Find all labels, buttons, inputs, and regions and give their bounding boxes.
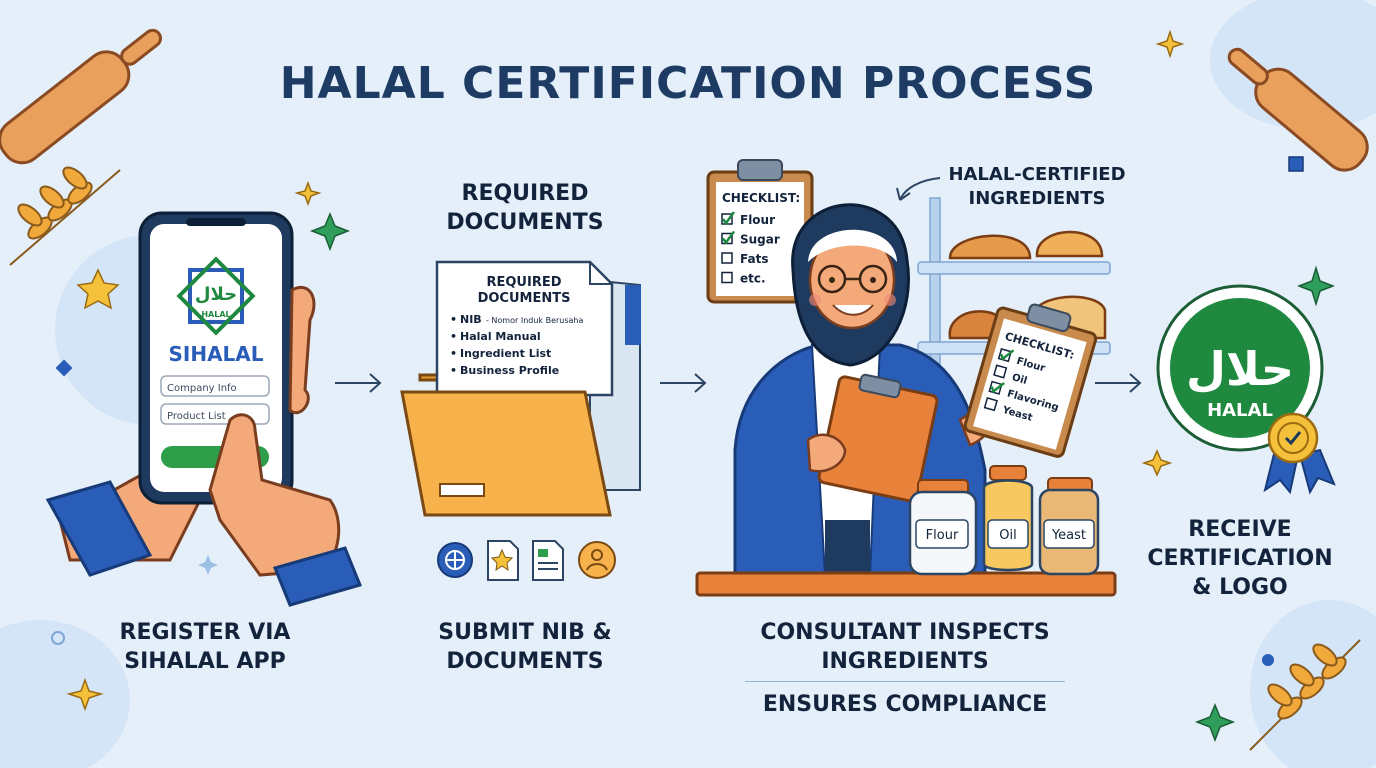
checkmark-icon <box>999 349 1015 361</box>
documents-heading-line1: REQUIRED <box>462 181 589 206</box>
jar-yeast: Yeast <box>1038 477 1100 576</box>
shelf-label-line2: INGREDIENTS <box>969 188 1106 209</box>
globe-icon <box>437 542 473 578</box>
doc-item-nib-desc: - Nomor Induk Berusaha <box>486 316 583 325</box>
step3-caption-line1: CONSULTANT INSPECTS <box>760 620 1050 645</box>
board-checkbox <box>721 232 733 245</box>
doc-item-bullet: • <box>450 364 457 377</box>
doc-item-bullet: • <box>450 347 457 360</box>
doc-item-business-profile: Business Profile <box>460 364 559 377</box>
step1-caption-line1: REGISTER VIA <box>119 620 291 645</box>
step1-caption: REGISTER VIA SIHALAL APP <box>100 618 310 676</box>
board-checkbox <box>721 213 733 225</box>
halal-badge: حلال HALAL <box>1156 284 1336 495</box>
page-title: HALAL CERTIFICATION PROCESS <box>279 58 1097 109</box>
doc-item-nib: NIB <box>460 313 482 326</box>
rolling-pin-icon <box>1227 47 1369 172</box>
product-list-text: Product List <box>167 411 226 422</box>
documents-illustration: REQUIRED DOCUMENTS • NIB - Nomor Induk B… <box>400 260 641 517</box>
jar-oil: Oil <box>982 465 1034 572</box>
company-info-field[interactable] <box>160 375 270 397</box>
jar-oil-label: Oil <box>999 528 1016 543</box>
arrow-icon <box>335 373 382 393</box>
badge-label: HALAL <box>1207 400 1273 421</box>
documents-heading-line2: DOCUMENTS <box>446 210 603 235</box>
board-item: Flour <box>740 213 775 227</box>
spreadsheet-icon <box>532 540 564 581</box>
step4-caption-line3: & LOGO <box>1192 575 1288 600</box>
step2-caption-line2: DOCUMENTS <box>446 649 604 674</box>
handheld-item: Oil <box>1010 372 1028 387</box>
handheld-checkbox <box>993 364 1008 379</box>
step1-caption-line2: SIHALAL APP <box>124 649 286 674</box>
star-icon <box>66 29 1185 712</box>
sparkle-icon <box>309 212 1336 743</box>
checkmark-icon <box>722 211 736 226</box>
board-item: Sugar <box>740 233 780 247</box>
arrow-icon <box>660 373 707 393</box>
logo-label: HALAL <box>201 310 230 319</box>
board-checkbox <box>721 252 733 264</box>
jar-yeast-label: Yeast <box>1051 528 1086 543</box>
board-item: Fats <box>740 252 768 266</box>
step2-caption-line1: SUBMIT NIB & <box>438 620 612 645</box>
caption-divider <box>745 681 1065 682</box>
wheat-icon <box>9 166 121 266</box>
logo-arabic: حلال <box>195 284 237 305</box>
board-title: CHECKLIST: <box>722 191 800 205</box>
step3-subcaption: ENSURES COMPLIANCE <box>762 692 1048 717</box>
handheld-checkbox <box>983 397 998 412</box>
board-item: etc. <box>740 272 766 286</box>
step3-caption-line2: INGREDIENTS <box>821 649 989 674</box>
checkmark-icon <box>990 382 1005 394</box>
halal-star-logo: حلال HALAL <box>176 256 256 336</box>
company-info-text: Company Info <box>167 383 237 394</box>
shelf-label-line1: HALAL-CERTIFIED <box>948 164 1125 185</box>
step4-caption: RECEIVE CERTIFICATION & LOGO <box>1120 515 1360 602</box>
doc-title-line1: REQUIRED <box>486 275 561 290</box>
doc-item-bullet: • <box>450 313 457 326</box>
phone-illustration: حلال HALAL SIHALAL Company Info Product … <box>45 211 363 607</box>
wall-clipboard: CHECKLIST: <box>706 159 814 304</box>
user-icon <box>578 541 616 579</box>
step3-caption: CONSULTANT INSPECTS INGREDIENTS <box>730 618 1080 676</box>
counter <box>695 571 1117 597</box>
step4-caption-line1: RECEIVE <box>1188 517 1292 542</box>
doc-item-halal-manual: Halal Manual <box>460 330 541 343</box>
doc-item-bullet: • <box>450 330 457 343</box>
wheat-icon <box>1249 639 1361 751</box>
checkmark-icon <box>1284 431 1302 446</box>
step4-caption-line2: CERTIFICATION <box>1147 546 1333 571</box>
badge-arabic: حلال <box>1186 342 1294 396</box>
jar-flour: Flour <box>908 479 978 576</box>
arrow-icon <box>1095 373 1142 393</box>
board-checkbox <box>721 271 733 284</box>
jar-flour-label: Flour <box>926 528 959 543</box>
star-document-icon <box>487 540 519 581</box>
app-name: SIHALAL <box>168 342 263 366</box>
step2-caption: SUBMIT NIB & DOCUMENTS <box>405 618 645 676</box>
rolling-pin-icon <box>0 28 162 165</box>
checkmark-icon <box>722 230 736 245</box>
doc-title-line2: DOCUMENTS <box>478 291 571 306</box>
decorative-dots <box>51 156 1304 666</box>
doc-item-ingredients: Ingredient List <box>460 347 551 360</box>
